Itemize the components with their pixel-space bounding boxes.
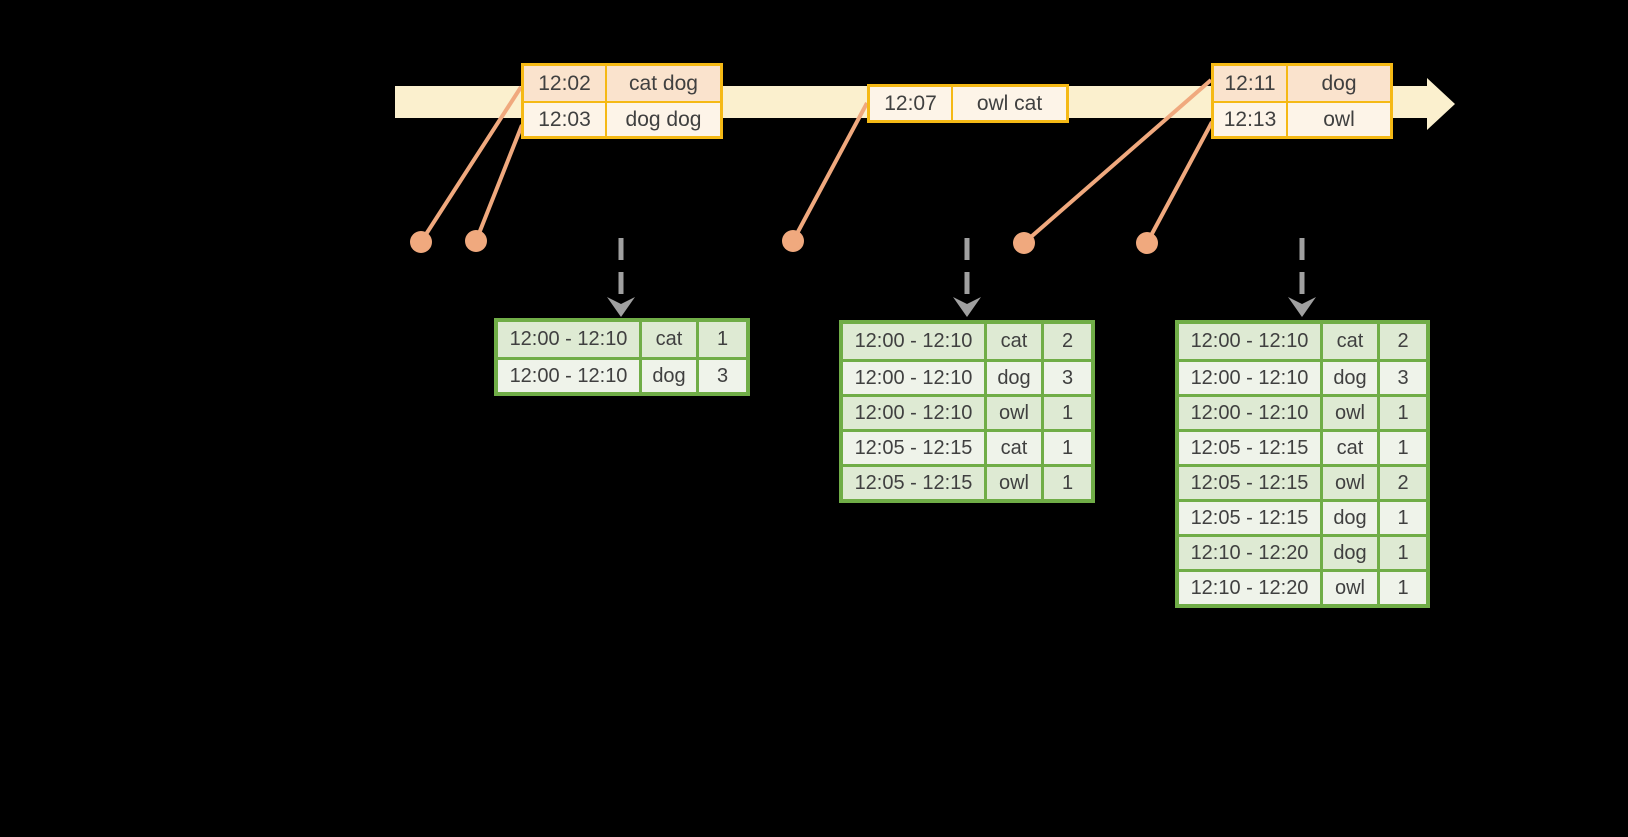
trigger-arrowhead-icon: [953, 297, 981, 317]
event-dot-icon: [465, 230, 487, 252]
window-cell: 12:00 - 12:10: [1179, 362, 1323, 394]
event-words-cell: dog dog: [607, 103, 720, 136]
word-cell: cat: [987, 324, 1044, 359]
window-cell: 12:05 - 12:15: [1179, 432, 1323, 464]
word-cell: dog: [1323, 362, 1380, 394]
word-cell: dog: [1323, 537, 1380, 569]
event-time-cell: 12:11: [1214, 66, 1288, 101]
count-cell: 1: [1380, 432, 1426, 464]
event-dots: [410, 230, 1158, 254]
window-cell: 12:00 - 12:10: [843, 362, 987, 394]
word-cell: owl: [1323, 572, 1380, 604]
window-cell: 12:05 - 12:15: [1179, 467, 1323, 499]
connector-line: [1145, 121, 1214, 244]
count-cell: 3: [1380, 362, 1426, 394]
word-cell: dog: [1323, 502, 1380, 534]
window-cell: 12:05 - 12:15: [843, 432, 987, 464]
event-dot-icon: [410, 231, 432, 253]
word-cell: owl: [1323, 467, 1380, 499]
window-cell: 12:10 - 12:20: [1179, 537, 1323, 569]
count-cell: 1: [1380, 502, 1426, 534]
event-dot-icon: [782, 230, 804, 252]
window-cell: 12:00 - 12:10: [498, 322, 642, 357]
word-cell: dog: [642, 360, 699, 392]
trigger-arrowhead-icon: [1288, 297, 1316, 317]
event-time-cell: 12:07: [870, 87, 953, 120]
event-words-cell: owl cat: [953, 87, 1066, 120]
connector-line: [791, 102, 869, 242]
count-cell: 1: [1380, 572, 1426, 604]
window-cell: 12:05 - 12:15: [1179, 502, 1323, 534]
event-words-cell: cat dog: [607, 66, 720, 101]
trigger-arrows: [607, 238, 1316, 317]
count-cell: 3: [1044, 362, 1091, 394]
word-cell: cat: [987, 432, 1044, 464]
window-cell: 12:10 - 12:20: [1179, 572, 1323, 604]
connector-line: [419, 85, 523, 244]
count-cell: 2: [1380, 324, 1426, 359]
event-dot-icon: [1136, 232, 1158, 254]
word-cell: cat: [642, 322, 699, 357]
event-words-cell: owl: [1288, 103, 1390, 136]
event-time-cell: 12:03: [524, 103, 607, 136]
count-cell: 1: [1380, 537, 1426, 569]
window-cell: 12:05 - 12:15: [843, 467, 987, 499]
word-cell: cat: [1323, 432, 1380, 464]
word-cell: cat: [1323, 324, 1380, 359]
count-cell: 1: [699, 322, 746, 357]
event-time-cell: 12:02: [524, 66, 607, 101]
count-cell: 1: [1380, 397, 1426, 429]
event-dot-icon: [1013, 232, 1035, 254]
count-cell: 1: [1044, 432, 1091, 464]
count-cell: 2: [1044, 324, 1091, 359]
count-cell: 2: [1380, 467, 1426, 499]
event-words-cell: dog: [1288, 66, 1390, 101]
timeline-arrowhead-icon: [1427, 78, 1455, 130]
event-connectors: [419, 78, 1214, 245]
window-cell: 12:00 - 12:10: [498, 360, 642, 392]
event-time-cell: 12:13: [1214, 103, 1288, 136]
trigger-arrowhead-icon: [607, 297, 635, 317]
count-cell: 1: [1044, 467, 1091, 499]
word-cell: owl: [1323, 397, 1380, 429]
word-cell: owl: [987, 467, 1044, 499]
word-cell: dog: [987, 362, 1044, 394]
connector-line: [1022, 78, 1213, 245]
connector-line: [474, 124, 524, 242]
window-cell: 12:00 - 12:10: [1179, 397, 1323, 429]
window-cell: 12:00 - 12:10: [843, 324, 987, 359]
count-cell: 1: [1044, 397, 1091, 429]
window-cell: 12:00 - 12:10: [843, 397, 987, 429]
window-cell: 12:00 - 12:10: [1179, 324, 1323, 359]
word-cell: owl: [987, 397, 1044, 429]
count-cell: 3: [699, 360, 746, 392]
